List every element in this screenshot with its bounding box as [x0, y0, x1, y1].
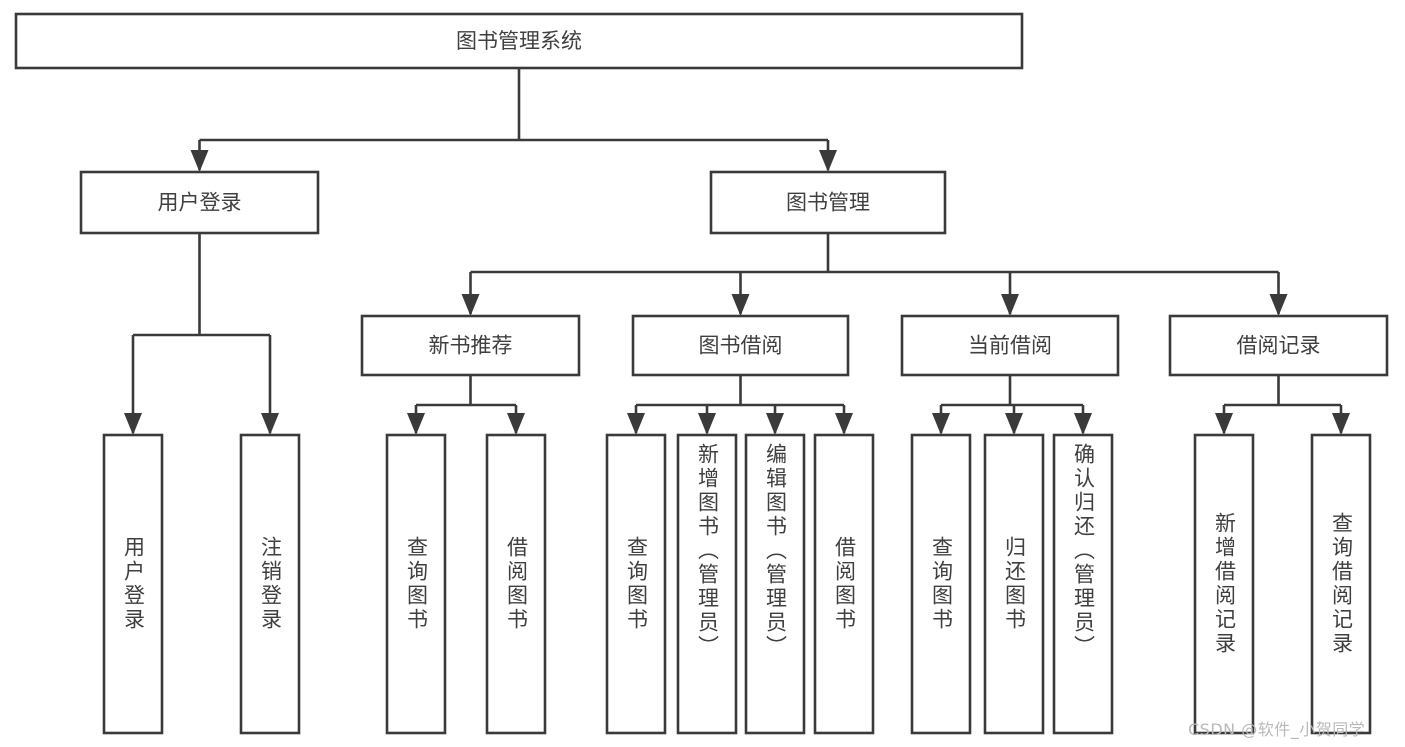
arrow-to-leaf-logout-login — [261, 413, 279, 435]
node-box-leaf-edit-book-admin[interactable] — [744, 433, 806, 735]
arrow-to-leaf-borrow-book-1 — [507, 413, 525, 435]
node-box-book-borrow[interactable] — [631, 314, 850, 377]
watermark-text: CSDN @软件_小贺同学 — [1188, 720, 1366, 739]
arrow-to-current-borrow — [1001, 294, 1019, 316]
arrow-to-borrow-record — [1269, 294, 1288, 316]
node-box-leaf-query-book-1[interactable] — [385, 433, 447, 735]
connectors-group — [124, 68, 1350, 435]
arrow-to-new-book-recommend — [461, 294, 480, 316]
arrow-to-leaf-add-book-admin — [698, 413, 716, 435]
node-box-leaf-query-book-3[interactable] — [910, 433, 972, 735]
node-box-leaf-borrow-book-2[interactable] — [813, 433, 875, 735]
node-boxes-group — [14, 12, 1389, 735]
arrow-to-leaf-query-book-2 — [627, 413, 645, 435]
node-box-current-borrow[interactable] — [900, 314, 1120, 377]
arrow-to-book-borrow — [731, 294, 750, 316]
node-label-new-book-recommend: 新书推荐 — [429, 334, 513, 358]
node-box-leaf-query-book-2[interactable] — [605, 433, 667, 735]
node-box-root[interactable] — [14, 12, 1024, 70]
node-label-book-manage: 图书管理 — [786, 191, 870, 215]
arrow-to-leaf-query-borrow-record — [1332, 413, 1350, 435]
node-box-leaf-borrow-book-1[interactable] — [485, 433, 547, 735]
node-box-user-login[interactable] — [79, 170, 320, 235]
arrow-to-book-manage — [819, 150, 837, 172]
node-box-new-book-recommend[interactable] — [360, 314, 581, 377]
arrow-to-leaf-return-book — [1005, 413, 1023, 435]
node-label-current-borrow: 当前借阅 — [968, 334, 1052, 358]
arrow-to-leaf-borrow-book-2 — [835, 413, 853, 435]
node-box-leaf-confirm-return-admin[interactable] — [1052, 433, 1114, 735]
node-box-leaf-user-login[interactable] — [102, 433, 164, 735]
node-box-leaf-return-book[interactable] — [983, 433, 1045, 735]
node-box-borrow-record[interactable] — [1168, 314, 1389, 377]
node-label-borrow-record: 借阅记录 — [1237, 334, 1321, 358]
arrow-to-leaf-add-borrow-record — [1215, 413, 1233, 435]
arrow-to-leaf-confirm-return-admin — [1074, 413, 1092, 435]
arrow-to-user-login — [190, 150, 209, 172]
node-box-book-manage[interactable] — [709, 170, 947, 235]
node-box-leaf-add-borrow-record[interactable] — [1193, 433, 1255, 735]
node-box-leaf-logout-login[interactable] — [239, 433, 301, 735]
arrow-to-leaf-user-login — [124, 413, 142, 435]
arrow-to-leaf-query-book-1 — [407, 413, 425, 435]
node-label-root: 图书管理系统 — [456, 29, 582, 53]
node-label-user-login: 用户登录 — [158, 191, 242, 215]
node-label-book-borrow: 图书借阅 — [699, 334, 783, 358]
node-box-leaf-add-book-admin[interactable] — [676, 433, 738, 735]
node-box-leaf-query-borrow-record[interactable] — [1310, 433, 1372, 735]
arrow-to-leaf-query-book-3 — [932, 413, 950, 435]
arrow-to-leaf-edit-book-admin — [766, 413, 784, 435]
